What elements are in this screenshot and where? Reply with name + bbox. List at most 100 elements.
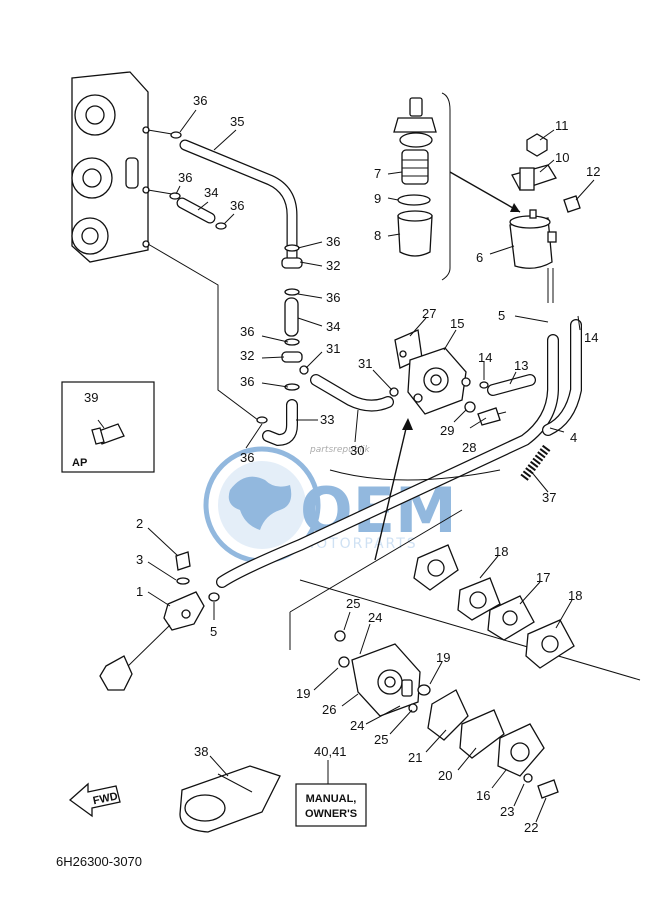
hose-33 (262, 399, 298, 447)
label-14: 14 (584, 330, 598, 345)
label-40-41: 40,41 (314, 744, 347, 759)
label-35: 35 (230, 114, 244, 129)
screw-22 (537, 779, 559, 799)
label-20: 20 (438, 768, 452, 783)
guide-line (329, 469, 501, 481)
label-3: 3 (136, 552, 143, 567)
part-labels: 36 35 36 34 36 36 32 36 34 36 32 31 36 3… (84, 93, 600, 835)
label-37: 37 (542, 490, 556, 505)
hose-35 (179, 139, 298, 264)
label-16: 16 (476, 788, 490, 803)
pump-exploded-group (289, 509, 641, 799)
label-29: 29 (440, 423, 454, 438)
watermark-continents (228, 476, 292, 530)
engine-block (71, 71, 150, 263)
label-34: 34 (204, 185, 218, 200)
joint-32 (281, 257, 303, 363)
label-34: 34 (326, 319, 340, 334)
label-9: 9 (374, 191, 381, 206)
manual-line-1: MANUAL, (306, 793, 357, 805)
label-36: 36 (230, 198, 244, 213)
label-17: 17 (536, 570, 550, 585)
watermark-sub-text: MOTORPARTS (302, 536, 418, 552)
label-10: 10 (555, 150, 569, 165)
label-30: 30 (350, 443, 364, 458)
label-25: 25 (374, 732, 388, 747)
leader-line (147, 129, 173, 135)
label-25: 25 (346, 596, 360, 611)
label-19: 19 (296, 686, 310, 701)
hose-34-vertical (284, 297, 299, 337)
label-2: 2 (136, 516, 143, 531)
leader-lines (97, 109, 595, 823)
watermark-top-text: partsrepublik (309, 445, 371, 455)
guide-line (147, 243, 259, 421)
washer-23 (523, 773, 533, 783)
label-36: 36 (240, 324, 254, 339)
label-36: 36 (326, 234, 340, 249)
label-31: 31 (358, 356, 372, 371)
label-13: 13 (514, 358, 528, 373)
diagram-code: 6H26300-3070 (56, 854, 142, 869)
label-36: 36 (326, 290, 340, 305)
label-6: 6 (476, 250, 483, 265)
label-15: 15 (450, 316, 464, 331)
label-36: 36 (178, 170, 192, 185)
screw-25 (334, 630, 346, 642)
label-12: 12 (586, 164, 600, 179)
label-28: 28 (462, 440, 476, 455)
guide-arrow (374, 419, 409, 561)
label-36: 36 (193, 93, 207, 108)
ap-inset-box: AP (61, 381, 155, 473)
fuel-joint-1 (99, 551, 220, 691)
label-11: 11 (555, 118, 569, 133)
label-1: 1 (136, 584, 143, 599)
label-32: 32 (240, 348, 254, 363)
spring-37 (520, 443, 552, 481)
label-27: 27 (422, 306, 436, 321)
label-5: 5 (210, 624, 217, 639)
label-32: 32 (326, 258, 340, 273)
hose-34-short (176, 197, 216, 224)
check-valve-19 (417, 684, 431, 696)
label-31: 31 (326, 341, 340, 356)
screw-25 (408, 703, 418, 713)
label-38: 38 (194, 744, 208, 759)
owners-manual-box: MANUAL, OWNER'S (295, 783, 367, 827)
label-33: 33 (320, 412, 334, 427)
label-8: 8 (374, 228, 381, 243)
fuel-strainer-assembly (393, 92, 521, 281)
label-23: 23 (500, 804, 514, 819)
label-18: 18 (494, 544, 508, 559)
hose-13 (487, 374, 536, 396)
label-18: 18 (568, 588, 582, 603)
clip-36 (169, 131, 300, 424)
label-19: 19 (436, 650, 450, 665)
label-26: 26 (322, 702, 336, 717)
fwd-arrow-icon: FWD (68, 782, 121, 818)
fwd-label: FWD (92, 790, 119, 807)
label-21: 21 (408, 750, 422, 765)
label-7: 7 (374, 166, 381, 181)
hose-30 (310, 374, 394, 412)
label-22: 22 (524, 820, 538, 835)
ap-label: AP (72, 457, 87, 469)
leader-line (147, 189, 173, 195)
clip-14 (479, 381, 489, 389)
label-4: 4 (570, 430, 577, 445)
hose-4 (216, 319, 582, 588)
label-36: 36 (240, 450, 254, 465)
label-5: 5 (498, 308, 505, 323)
manual-line-2: OWNER'S (305, 808, 357, 820)
bolt-28 (464, 401, 507, 426)
label-39: 39 (84, 390, 98, 405)
fuel-filter-6 (509, 133, 581, 303)
label-24: 24 (350, 718, 364, 733)
label-36: 36 (240, 374, 254, 389)
label-14: 14 (478, 350, 492, 365)
bag-38 (179, 765, 281, 833)
fuel-pump-15 (394, 329, 489, 415)
guide-arrow-head (402, 418, 413, 430)
label-24: 24 (368, 610, 382, 625)
